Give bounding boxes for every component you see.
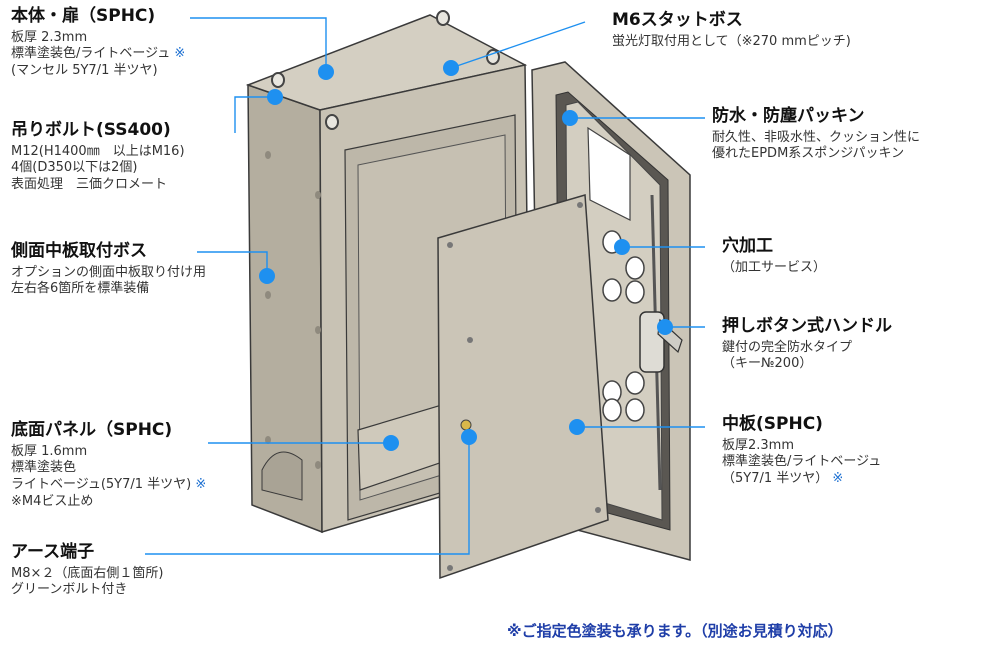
door-window [587, 126, 631, 221]
callout-inner-plate: 中板(SPHC) 板厚2.3mm 標準塗装色/ライトベージュ （5Y7/1 半ツ… [722, 414, 881, 488]
note-mark: ※ [195, 477, 207, 492]
callout-line: M8×２（底面右側１箇所) [11, 565, 164, 581]
callout-line: ※M4ビス止め [11, 493, 94, 509]
machined-holes [602, 230, 645, 422]
callout-line: （加工サービス） [722, 259, 827, 275]
callout-title: アース端子 [11, 542, 95, 562]
note-mark: ※ [174, 46, 186, 62]
callout-line: (マンセル 5Y7/1 半ツヤ) [11, 63, 158, 78]
note-mark: ※ [832, 471, 844, 486]
callout-line: （5Y7/1 半ツヤ） ※ [722, 471, 844, 486]
callout-line: 優れたEPDM系スポンジパッキン [712, 146, 905, 162]
inner-mounting-plate [437, 194, 609, 580]
callout-line: 標準塗装色 [11, 460, 77, 476]
callout-handle: 押しボタン式ハンドル 鍵付の完全防水タイプ （キー№200） [722, 316, 892, 373]
callout-m6-stud: M6スタットボス 蛍光灯取付用として（※270 mmピッチ) [612, 10, 851, 50]
callout-line: 表面処理 三価クロメート [11, 177, 168, 192]
plate-bolts [447, 202, 601, 571]
callout-line: 蛍光灯取付用として（※270 mmピッチ) [612, 33, 851, 49]
callout-earth-terminal: アース端子 M8×２（底面右側１箇所) グリーンボルト付き [11, 542, 163, 599]
callout-title: 中板(SPHC) [722, 414, 823, 434]
footer-note: ※ご指定色塗装も承ります。（別途お見積り対応） [507, 622, 843, 640]
side-bosses [265, 151, 321, 469]
callout-lifting-bolt: 吊りボルト(SS400) M12(H1400㎜ 以上はM16) 4個(D350以… [11, 120, 185, 194]
cable-opening [261, 451, 303, 501]
callout-title: 押しボタン式ハンドル [722, 316, 892, 336]
callout-side-boss: 側面中板取付ボス オプションの側面中板取り付け用 左右各6箇所を標準装備 [11, 241, 206, 298]
callout-line: グリーンボルト付き [11, 582, 128, 598]
callout-title: 穴加工 [722, 236, 773, 256]
callout-body-door: 本体・扉（SPHC) 板厚 2.3mm 標準塗装色/ライトベージュ ※ (マンセ… [11, 6, 185, 80]
leader-lines [145, 17, 705, 555]
callout-title: 底面パネル（SPHC) [11, 420, 173, 440]
callout-hole: 穴加工 （加工サービス） [722, 236, 826, 276]
earth-terminal-bolt [460, 419, 472, 431]
callout-line: ライトベージュ(5Y7/1 半ツヤ) ※ [11, 477, 207, 492]
callout-line: 標準塗装色/ライトベージュ ※ [11, 46, 186, 62]
callout-title: M6スタットボス [612, 10, 743, 30]
callout-bottom-panel: 底面パネル（SPHC) 板厚 1.6mm 標準塗装色 ライトベージュ(5Y7/1… [11, 420, 206, 510]
callout-title: 防水・防塵パッキン [712, 106, 865, 126]
callout-packing: 防水・防塵パッキン 耐久性、非吸水性、クッション性に 優れたEPDM系スポンジパ… [712, 106, 920, 163]
callout-line: 耐久性、非吸水性、クッション性に [712, 129, 921, 145]
callout-line: M12(H1400㎜ 以上はM16) [11, 143, 185, 159]
callout-line: 標準塗装色/ライトベージュ [722, 454, 882, 470]
eye-bolts [271, 10, 500, 130]
callout-line: オプションの側面中板取り付け用 [11, 264, 207, 280]
callout-line: 板厚 1.6mm [11, 443, 88, 459]
callout-line: 板厚 2.3mm [11, 29, 88, 45]
callout-title: 本体・扉（SPHC) [11, 6, 156, 26]
callout-line: 板厚2.3mm [722, 437, 795, 453]
callout-line: 4個(D350以下は2個) [11, 160, 138, 176]
callout-line: （キー№200） [722, 356, 813, 372]
callout-line: 鍵付の完全防水タイプ [722, 339, 853, 355]
callout-title: 側面中板取付ボス [11, 241, 147, 261]
callout-line: 左右各6箇所を標準装備 [11, 281, 150, 297]
callout-title: 吊りボルト(SS400) [11, 120, 171, 140]
